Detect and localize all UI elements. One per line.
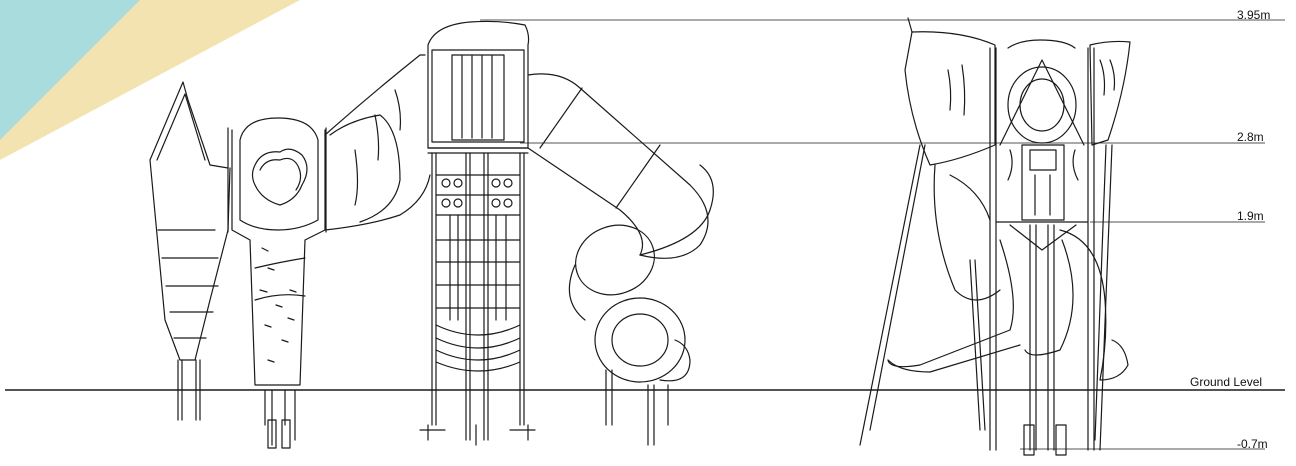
level-label-footing: -0.7m [1237,437,1268,451]
side-view-tower [859,17,1131,456]
wavy-tube-bridge [324,54,431,231]
level-label-low: 1.9m [1237,209,1264,223]
heart-window-tower [227,117,327,449]
level-label-high: 2.8m [1237,130,1264,144]
corner-sand-wedge [0,0,300,160]
spiral-tube-slide [527,73,714,446]
level-label-top: 3.95m [1237,8,1271,22]
central-tower [419,20,536,446]
level-lines [480,19,1285,450]
level-label-ground: Ground Level [1190,375,1263,389]
ladder-climber [149,81,231,421]
